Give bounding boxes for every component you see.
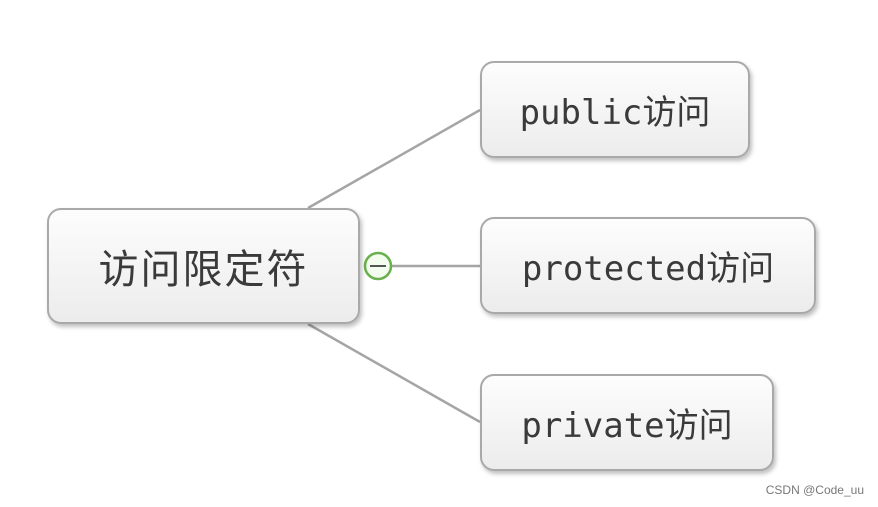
child-node-public[interactable]: public访问 xyxy=(480,61,750,158)
child-node-label: protected访问 xyxy=(521,249,775,289)
child-node-private[interactable]: private访问 xyxy=(480,374,774,471)
child-node-protected[interactable]: protected访问 xyxy=(480,217,816,314)
connector-private xyxy=(307,322,481,424)
child-node-label: public访问 xyxy=(519,93,711,133)
child-node-label: private访问 xyxy=(521,406,733,446)
root-node[interactable]: 访问限定符 xyxy=(47,208,360,324)
root-node-label: 访问限定符 xyxy=(98,247,309,293)
collapse-icon[interactable] xyxy=(363,251,393,281)
connector-public xyxy=(307,108,481,210)
watermark-text: CSDN @Code_uu xyxy=(765,483,864,497)
